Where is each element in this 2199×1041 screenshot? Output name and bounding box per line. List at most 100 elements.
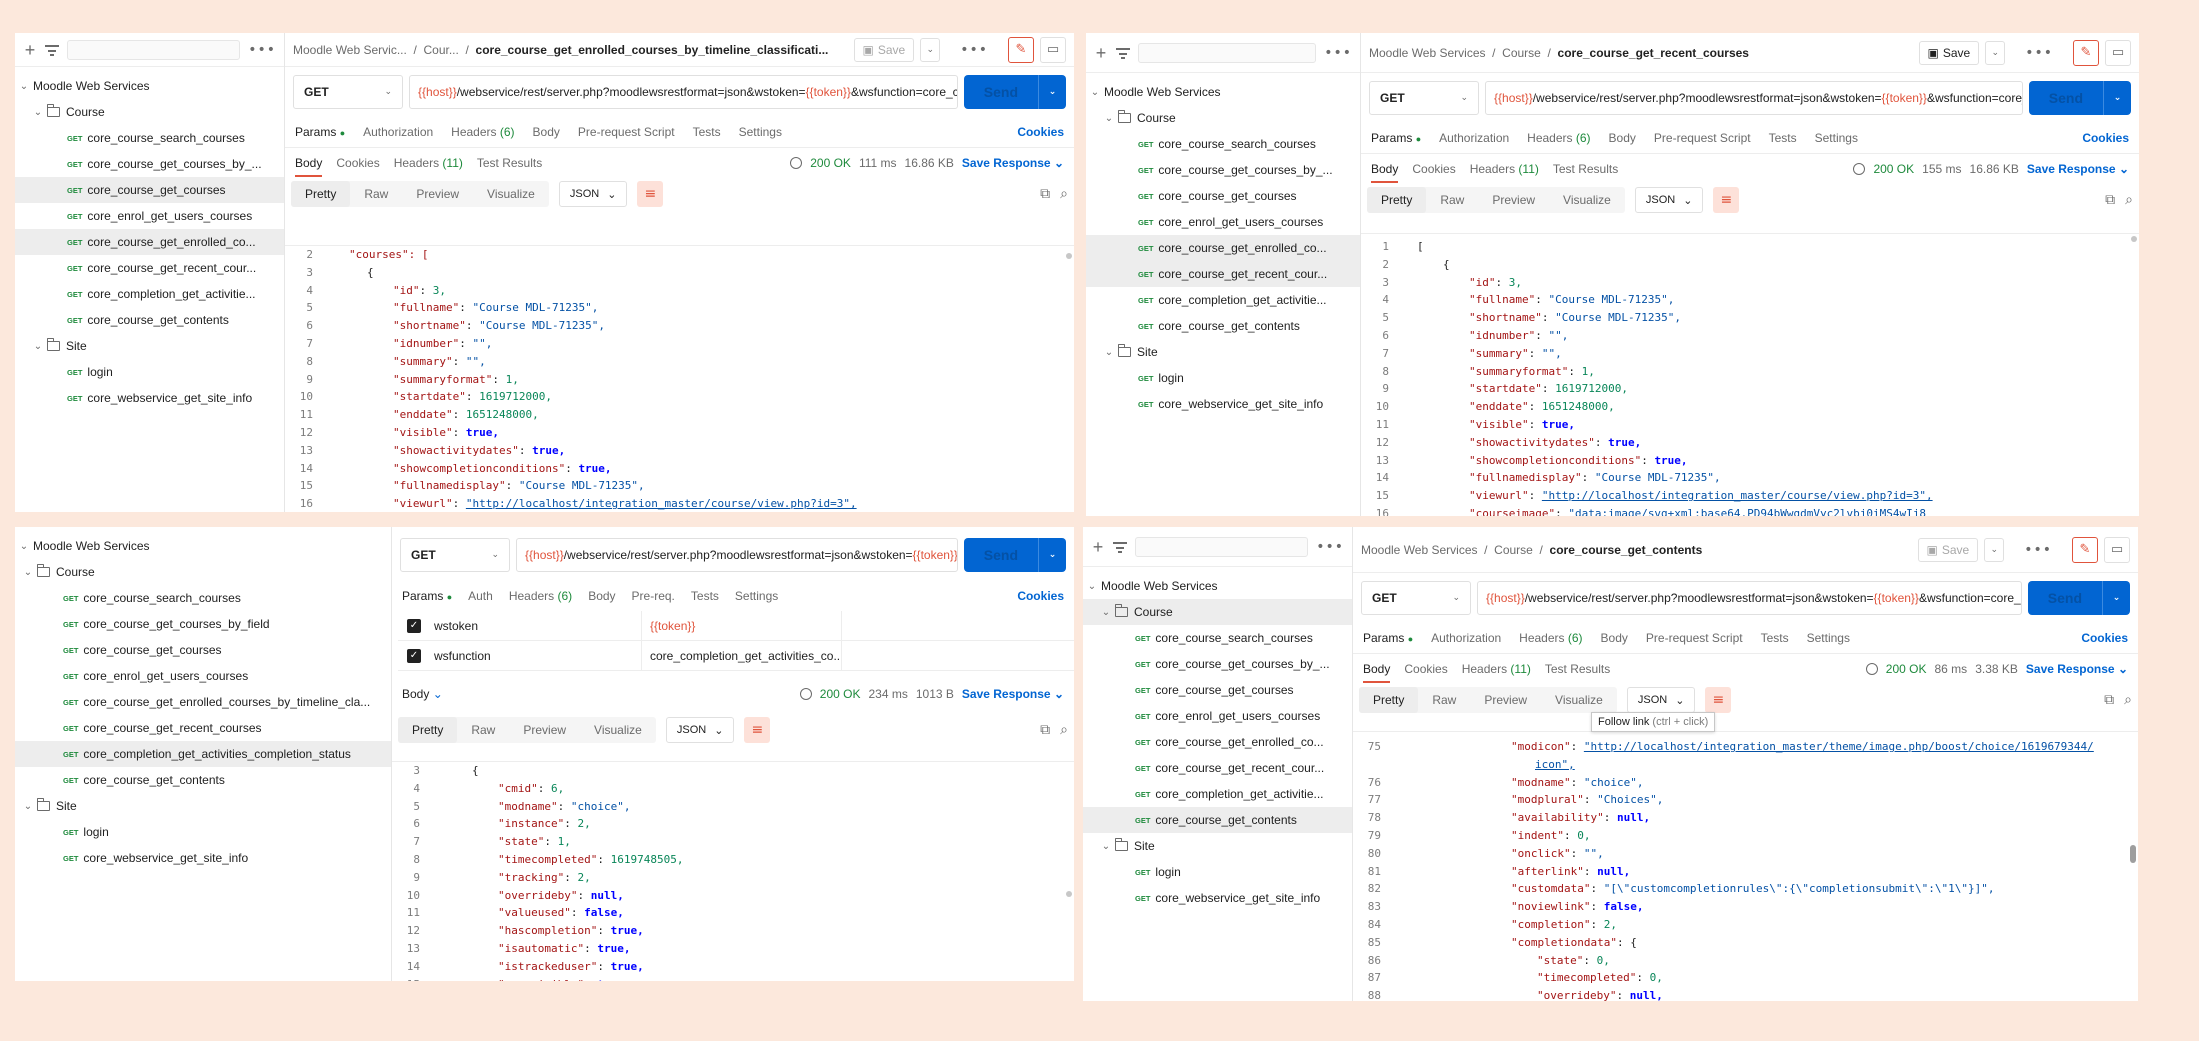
tab-response-body[interactable]: Body <box>295 149 323 177</box>
cookies-link[interactable]: Cookies <box>1017 589 1064 603</box>
chevron-down-icon[interactable]: ⌄ <box>1038 75 1066 109</box>
view-pretty[interactable]: Pretty <box>291 181 351 207</box>
view-raw[interactable]: Raw <box>1432 693 1457 707</box>
view-raw[interactable]: Raw <box>1440 193 1465 207</box>
tab-authorization[interactable]: Authorization <box>1431 631 1502 645</box>
view-pretty[interactable]: Pretty <box>1367 187 1427 213</box>
chevron-down-icon[interactable]: ⌄ <box>19 80 29 92</box>
filter-icon[interactable] <box>1113 541 1127 553</box>
url-input[interactable]: {{host}}/webservice/rest/server.php?mood… <box>409 75 958 109</box>
save-response-button[interactable]: Save Response ⌄ <box>2025 661 2128 676</box>
send-button[interactable]: Send⌄ <box>2028 81 2131 115</box>
tab-tests[interactable]: Tests <box>690 589 719 603</box>
tab-headers[interactable]: Headers (6) <box>1519 631 1583 645</box>
checkbox-icon[interactable]: ✓ <box>407 618 421 633</box>
tab-authorization[interactable]: Authorization <box>1439 131 1510 145</box>
search-icon[interactable]: ⌕ <box>1060 722 1068 738</box>
tab-settings[interactable]: Settings <box>1814 131 1858 145</box>
save-response-button[interactable]: Save Response ⌄ <box>961 687 1064 701</box>
tab-params[interactable]: Params ● <box>1371 131 1422 145</box>
cookies-link[interactable]: Cookies <box>2081 631 2128 645</box>
filter-icon[interactable] <box>45 44 59 56</box>
copy-icon[interactable]: ⧉ <box>2104 692 2115 708</box>
folder-site[interactable]: ⌄Site <box>1086 339 1360 365</box>
param-value[interactable]: {{token}} <box>642 611 842 640</box>
chevron-down-icon[interactable]: ⌄ <box>33 106 43 118</box>
view-preview[interactable]: Preview <box>1492 193 1536 207</box>
tab-params[interactable]: Params ● <box>402 589 453 603</box>
search-icon[interactable]: ⌕ <box>1060 186 1068 202</box>
tab-params[interactable]: Params ● <box>1363 631 1414 645</box>
sidebar-search-input[interactable] <box>1138 42 1317 63</box>
folder-site[interactable]: ⌄Site <box>1083 833 1352 859</box>
search-icon[interactable]: ⌕ <box>2124 692 2132 708</box>
tab-response-body[interactable]: Body <box>1363 655 1391 683</box>
view-preview[interactable]: Preview <box>523 723 567 737</box>
tab-pre-request[interactable]: Pre-req. <box>631 589 675 603</box>
cookies-link[interactable]: Cookies <box>1017 125 1064 139</box>
wrap-icon[interactable]: ≡ <box>744 717 771 743</box>
folder-course[interactable]: ⌄Course <box>1083 599 1352 625</box>
url-input[interactable]: {{host}}/webservice/rest/server.php?mood… <box>1485 81 2023 115</box>
tab-tests[interactable]: Tests <box>692 125 721 139</box>
tab-body[interactable]: Body <box>1608 131 1636 145</box>
tab-test-results[interactable]: Test Results <box>1544 661 1611 676</box>
view-raw[interactable]: Raw <box>471 723 496 737</box>
url-input[interactable]: {{host}}/webservice/rest/server.php?mood… <box>516 538 958 572</box>
copy-icon[interactable]: ⧉ <box>2105 192 2116 208</box>
view-preview[interactable]: Preview <box>416 187 460 201</box>
plus-icon[interactable]: + <box>24 39 36 60</box>
comment-icon[interactable]: ▭ <box>2105 39 2131 66</box>
view-visualize[interactable]: Visualize <box>487 187 535 201</box>
edit-icon[interactable]: ✎ <box>2073 39 2099 66</box>
tab-pre-request[interactable]: Pre-request Script <box>1653 131 1751 145</box>
param-key[interactable]: wstoken <box>430 611 642 640</box>
chevron-down-icon[interactable]: ⌄ <box>1104 112 1114 124</box>
param-value[interactable]: core_completion_get_activities_co... <box>642 641 842 670</box>
method-select[interactable]: GET⌄ <box>293 75 403 109</box>
tab-settings[interactable]: Settings <box>734 589 779 603</box>
view-visualize[interactable]: Visualize <box>1555 693 1603 707</box>
copy-icon[interactable]: ⧉ <box>1040 722 1051 738</box>
chevron-down-icon[interactable]: ⌄ <box>1038 538 1066 572</box>
view-pretty[interactable]: Pretty <box>398 717 458 743</box>
chevron-down-icon[interactable]: ⌄ <box>1087 580 1097 592</box>
tab-response-headers[interactable]: Headers (11) <box>1461 661 1531 676</box>
tab-test-results[interactable]: Test Results <box>476 155 543 170</box>
folder-site[interactable]: ⌄Site <box>15 333 284 359</box>
save-button[interactable]: ▣Save <box>1917 537 1979 562</box>
view-pretty[interactable]: Pretty <box>1359 687 1419 713</box>
folder-course[interactable]: ⌄Course <box>15 559 391 585</box>
save-dropdown[interactable]: ⌄ <box>1985 40 2006 65</box>
tab-settings[interactable]: Settings <box>1806 631 1850 645</box>
more-icon[interactable]: ••• <box>1324 44 1352 61</box>
tab-authorization[interactable]: Authorization <box>363 125 434 139</box>
chevron-down-icon[interactable]: ⌄ <box>1101 840 1111 852</box>
tab-response-headers[interactable]: Headers (11) <box>393 155 463 170</box>
tab-response-cookies[interactable]: Cookies <box>1412 161 1456 176</box>
tab-response-body[interactable]: Body <box>1371 155 1399 183</box>
save-dropdown[interactable]: ⌄ <box>1984 537 2005 562</box>
more-icon[interactable]: ••• <box>960 41 988 58</box>
format-select[interactable]: JSON ⌄ <box>558 181 628 207</box>
tab-tests[interactable]: Tests <box>1760 631 1789 645</box>
